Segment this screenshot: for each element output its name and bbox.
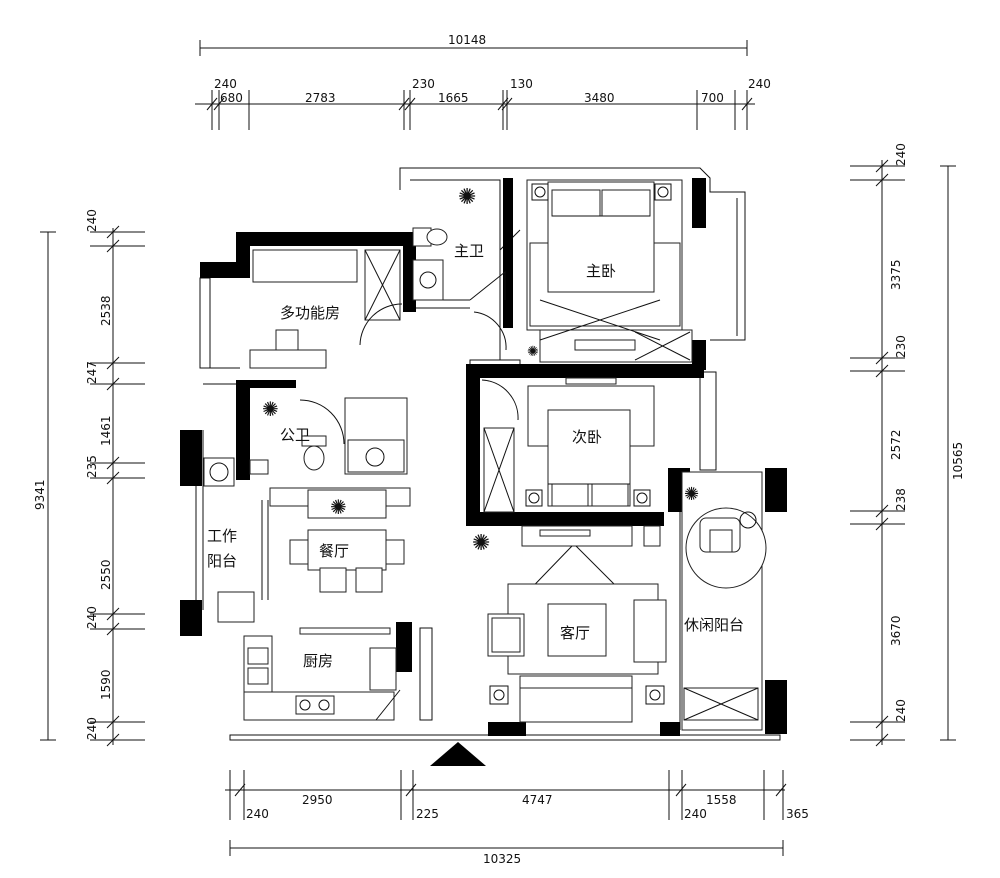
dim-right-3: 230 — [894, 335, 908, 358]
dim-right-4: 2572 — [889, 429, 903, 460]
room-label-master-bedroom: 主卧 — [586, 262, 616, 280]
dim-right-5: 238 — [894, 488, 908, 511]
dim-right-2: 3375 — [889, 259, 903, 290]
dim-bottom-u2: 4747 — [522, 793, 553, 807]
dim-left-5: 235 — [85, 455, 99, 478]
room-label-master-bath: 主卫 — [454, 242, 484, 260]
dim-top-l2: 2783 — [305, 91, 336, 105]
dim-bottom-u1: 2950 — [302, 793, 333, 807]
walls — [180, 178, 787, 766]
dim-right-6: 3670 — [889, 615, 903, 646]
plant-icon: ✺ — [527, 344, 539, 360]
dim-top-u2: 230 — [412, 77, 435, 91]
dim-bottom-l2: 225 — [416, 807, 439, 821]
room-label-dining: 餐厅 — [319, 542, 349, 560]
dim-left-1: 240 — [85, 209, 99, 232]
living-room: ✺ 客厅 — [472, 525, 667, 723]
multi-room: 多功能房 — [249, 249, 403, 369]
room-label-multi-room: 多功能房 — [280, 304, 340, 322]
leisure-balcony: ✺ 休闲阳台 — [681, 471, 767, 731]
dim-left-4: 1461 — [99, 415, 113, 446]
work-balcony: 工作 阳台 — [203, 457, 255, 623]
right-dimensions: 10565 240 3375 230 2572 238 3670 240 — [850, 143, 965, 747]
dim-top-u4: 240 — [748, 77, 771, 91]
dim-top-overall: 10148 — [448, 33, 486, 47]
dim-bottom-u3: 1558 — [706, 793, 737, 807]
kitchen: 厨房 — [243, 627, 401, 721]
dim-bottom-l1: 240 — [246, 807, 269, 821]
room-label-work-balcony-line2: 阳台 — [207, 552, 237, 570]
dim-right-overall: 10565 — [951, 442, 965, 480]
shower-icon: ✺ — [262, 397, 279, 421]
plant-icon: ✺ — [472, 531, 490, 556]
master-area: ✺ 主卧 ✺ 主卫 — [412, 179, 693, 363]
room-label-kitchen: 厨房 — [303, 652, 333, 670]
dining-area: ✺ 餐厅 — [269, 487, 411, 593]
room-label-public-bath: 公卫 — [280, 426, 310, 444]
plant-icon: ✺ — [330, 495, 347, 519]
dim-left-8: 1590 — [99, 669, 113, 700]
plant-icon: ✺ — [684, 484, 699, 505]
dim-top-u1: 240 — [214, 77, 237, 91]
dim-top-l1: 680 — [220, 91, 243, 105]
shower-icon: ✺ — [458, 185, 476, 210]
dim-left-9: 240 — [85, 717, 99, 740]
left-dimensions: 9341 240 2538 247 1461 235 2550 240 1590… — [33, 209, 145, 747]
entrance-arrow-icon — [430, 742, 486, 766]
dim-top-u3: 130 — [510, 77, 533, 91]
dim-bottom-overall: 10325 — [483, 852, 521, 866]
dim-bottom-l3: 240 — [684, 807, 707, 821]
second-bedroom: 次卧 — [481, 377, 655, 513]
room-label-second-bedroom: 次卧 — [572, 428, 602, 446]
dim-left-overall: 9341 — [33, 479, 47, 510]
dim-left-7: 240 — [85, 606, 99, 629]
dim-top-l3: 1665 — [438, 91, 469, 105]
room-label-work-balcony-line1: 工作 — [207, 527, 237, 545]
dim-right-7: 240 — [894, 699, 908, 722]
dim-bottom-l4: 365 — [786, 807, 809, 821]
bottom-dimensions: 2950 4747 1558 240 225 240 365 10325 — [225, 770, 809, 866]
public-bath: ✺ 公卫 — [249, 397, 408, 475]
room-label-living: 客厅 — [560, 624, 590, 642]
room-label-leisure-balcony: 休闲阳台 — [684, 616, 744, 634]
dim-right-1: 240 — [894, 143, 908, 166]
dim-left-3: 247 — [85, 361, 99, 384]
top-dimensions: 10148 240 230 130 240 680 2783 1665 3480… — [195, 33, 771, 130]
dim-left-6: 2550 — [99, 559, 113, 590]
dim-top-l5: 700 — [701, 91, 724, 105]
dim-left-2: 2538 — [99, 295, 113, 326]
dim-top-l4: 3480 — [584, 91, 615, 105]
